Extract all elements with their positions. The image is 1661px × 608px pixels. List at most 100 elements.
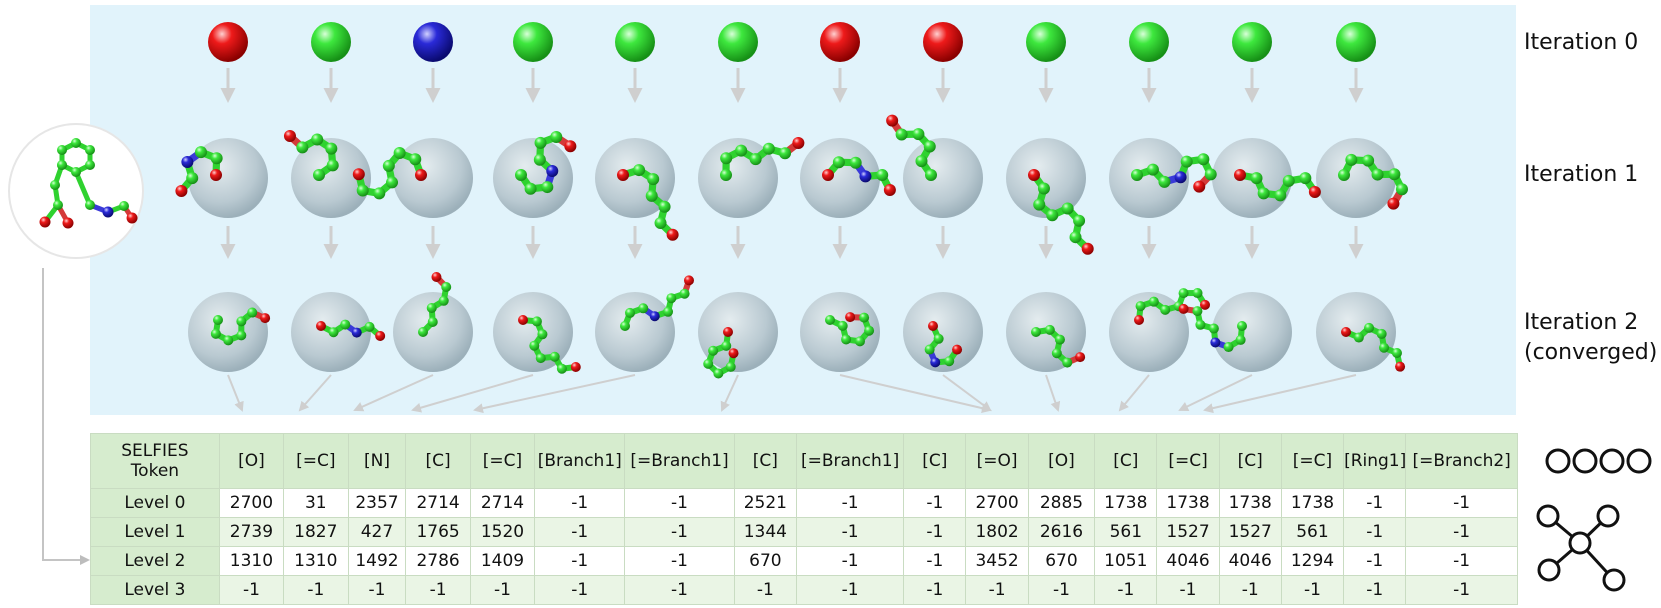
mol-atom [1210, 337, 1221, 348]
index-cell: 670 [733, 546, 797, 576]
index-cell: -1 [795, 517, 905, 547]
mol-atom [1081, 242, 1094, 255]
token-map-arrow-10 [1178, 374, 1253, 411]
index-cell: 1310 [283, 546, 349, 576]
mol-atom [1178, 288, 1189, 299]
mol-atom [409, 153, 422, 166]
index-cell: 1527 [1218, 517, 1282, 547]
index-cell: -1 [534, 517, 626, 547]
index-cell: -1 [1343, 575, 1407, 605]
index-cell: -1 [624, 575, 735, 605]
token-cell: [C] [1094, 433, 1158, 489]
index-cell: -1 [1343, 517, 1407, 547]
mol-atom [1353, 332, 1364, 343]
mol-atom [352, 168, 365, 181]
index-cell: -1 [347, 575, 407, 605]
mol-atom [944, 356, 955, 367]
index-cell: -1 [1156, 575, 1220, 605]
mol-atom [260, 313, 271, 324]
mol-atom [438, 295, 449, 306]
index-cell: 1409 [469, 546, 536, 576]
mol-atom [624, 307, 635, 318]
mol-atom [537, 329, 548, 340]
mol-atom [924, 344, 935, 355]
mol-atom [666, 228, 679, 241]
iteration-0-label: Iteration 0 [1524, 30, 1639, 55]
token-cell: [=O] [965, 433, 1029, 489]
token-cell: [=C] [1280, 433, 1345, 489]
mol-atom [181, 156, 194, 169]
index-cell: -1 [1405, 488, 1518, 518]
mol-atom [316, 321, 326, 331]
mol-atom [515, 169, 527, 181]
mol-atom [728, 348, 739, 359]
mol-atom [1364, 322, 1375, 333]
index-cell: -1 [1280, 575, 1345, 605]
index-cell: -1 [534, 575, 626, 605]
mol-atom [210, 152, 223, 165]
token-map-arrow-2 [353, 374, 434, 412]
mol-atom [549, 351, 560, 362]
mol-atom [1061, 202, 1074, 215]
token-cell: [=C] [283, 433, 349, 489]
mol-atom [713, 368, 724, 379]
index-cell: -1 [405, 575, 471, 605]
mol-atom [683, 275, 694, 286]
mol-atom [859, 170, 872, 183]
index-cell: -1 [1405, 546, 1518, 576]
mol-atom [1204, 168, 1217, 181]
receptive-sphere-iter1-6 [800, 138, 880, 218]
atom-C-5 [718, 22, 758, 62]
mol-atom [837, 320, 848, 331]
receptive-sphere-iter2-4 [595, 292, 675, 372]
mol-atom [735, 144, 748, 157]
mol-atom [194, 146, 207, 159]
atom-C-8 [1026, 22, 1066, 62]
mol-atom [841, 334, 852, 345]
mol-atom [1235, 334, 1246, 345]
mol-atom [1208, 323, 1219, 334]
mol-atom [1223, 342, 1234, 353]
mol-atom [1391, 348, 1402, 359]
mol-atom [311, 133, 324, 146]
index-cell: -1 [1094, 575, 1158, 605]
iteration-2-label: Iteration 2 [1524, 310, 1639, 335]
index-cell: 2700 [218, 488, 285, 518]
mol-atom [210, 169, 222, 181]
level-label: Level 1 [90, 517, 220, 547]
token-map-arrow-11 [1203, 374, 1357, 414]
mol-atom [647, 173, 660, 186]
atom-C-9 [1129, 22, 1169, 62]
atom-C-1 [311, 22, 351, 62]
mol-atom [533, 153, 546, 166]
index-cell: -1 [965, 575, 1029, 605]
mol-atom [915, 155, 928, 168]
mol-atom [638, 303, 649, 314]
mol-atom [564, 140, 577, 153]
mol-atom [1376, 328, 1387, 339]
mol-atom [1257, 187, 1270, 200]
mol-atom [1069, 231, 1082, 244]
mol-atom [1237, 321, 1247, 331]
index-cell: -1 [1405, 575, 1518, 605]
mol-atom [325, 142, 338, 155]
level-label: Level 2 [90, 546, 220, 576]
mol-atom [186, 172, 199, 185]
index-cell: 1765 [405, 517, 471, 547]
mol-atom [1037, 182, 1050, 195]
index-cell: -1 [903, 575, 967, 605]
mol-atom [531, 316, 542, 327]
index-cell: 2885 [1027, 488, 1096, 518]
input-to-table-connector [42, 268, 90, 565]
mol-atom [854, 336, 865, 347]
index-cell: -1 [469, 575, 536, 605]
mol-atom [375, 330, 386, 341]
index-cell: 2700 [965, 488, 1029, 518]
mol-atom [364, 321, 375, 332]
index-cell: -1 [795, 546, 905, 576]
token-cell: [=Branch2] [1405, 433, 1518, 489]
index-cell: 1802 [965, 517, 1029, 547]
